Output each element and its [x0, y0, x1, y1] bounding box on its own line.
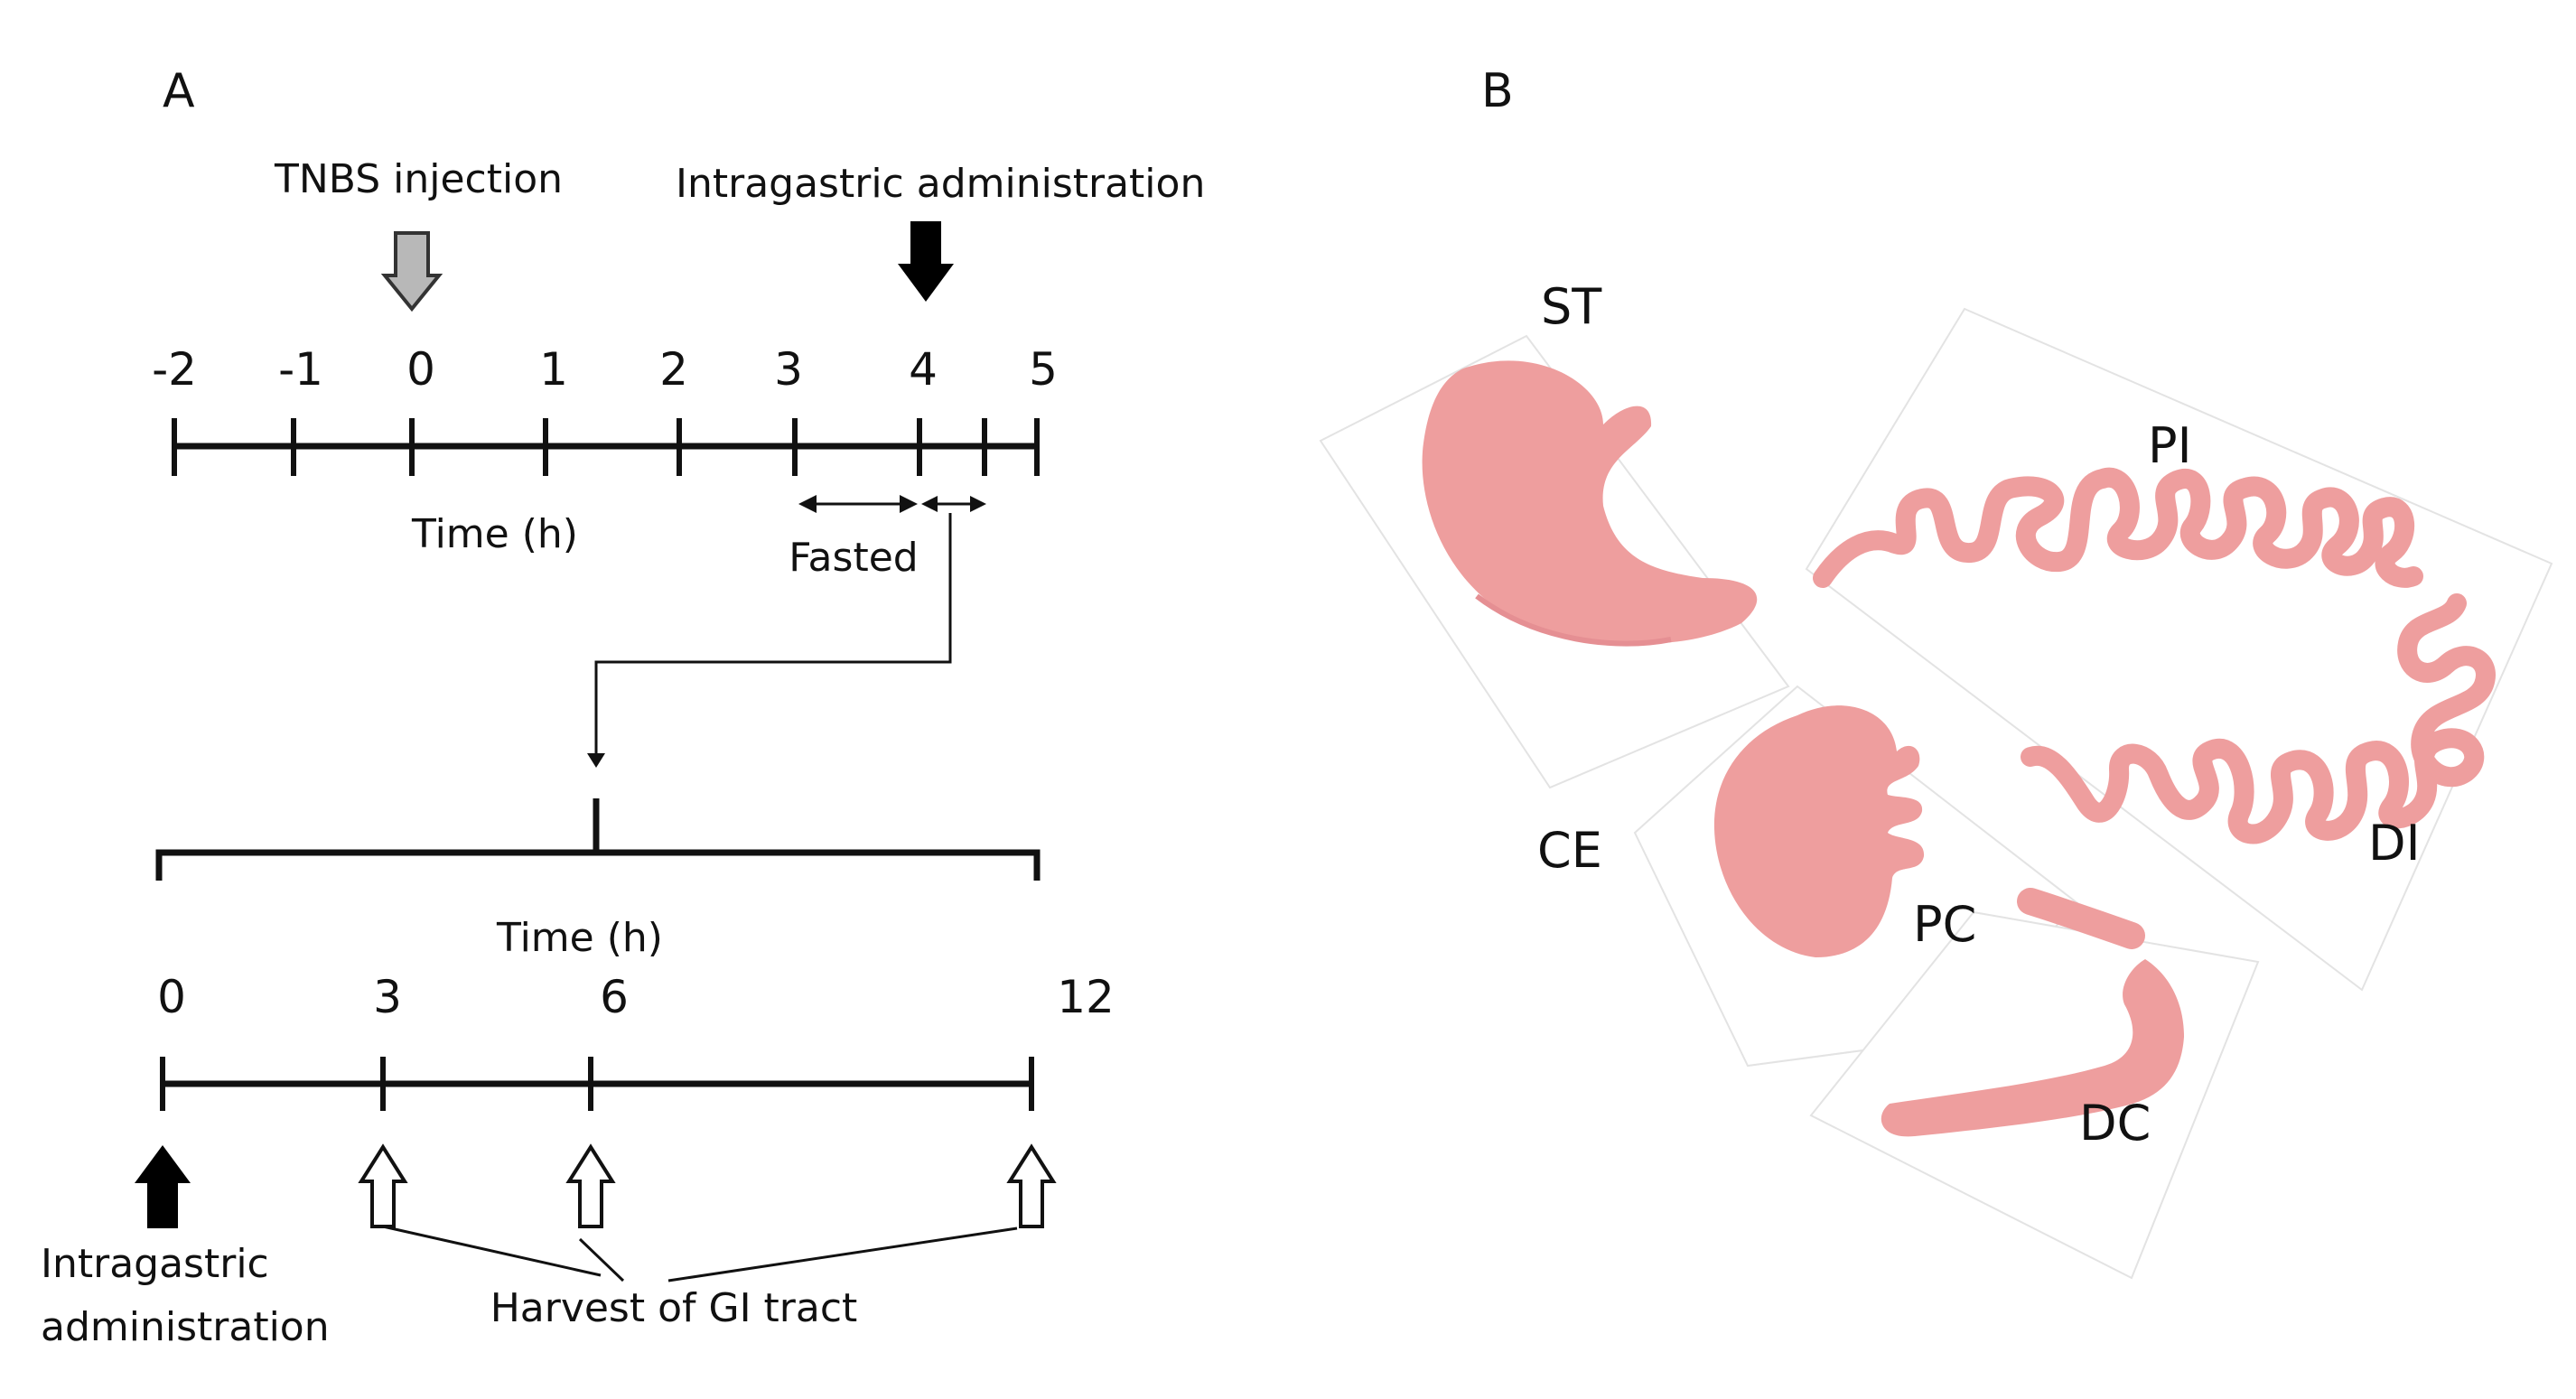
slide-small-intestine: [1805, 307, 2553, 992]
bottom-timeline-axis-label: Time (h): [496, 915, 663, 961]
top-tick-label: 3: [774, 343, 803, 396]
fasted-double-arrow-icon: [798, 495, 986, 513]
region-label-pc: PC: [1913, 896, 1976, 953]
panel-a: A TNBS injection Intragastric administra…: [41, 64, 1205, 1350]
proximal-colon-tissue: [2017, 888, 2145, 949]
top-tick-label: 5: [1029, 343, 1058, 396]
top-tick-label: 2: [659, 343, 688, 396]
stomach-tissue: [1422, 360, 1758, 647]
bottom-tick-label: 0: [157, 971, 186, 1023]
fasted-label: Fasted: [789, 535, 918, 581]
intragastric-administration-up-arrow-icon: [135, 1145, 191, 1228]
proximal-intestine-tissue: [1813, 467, 2423, 588]
bottom-tick-label: 6: [600, 971, 629, 1023]
timeline-connector: [587, 513, 952, 768]
connector-arrowhead-icon: [587, 753, 605, 768]
cecum-tissue: [1713, 705, 1925, 957]
top-timeline: -2 -1 0 1 2 3 4 5 Time (h) Fasted: [152, 343, 1058, 581]
top-tick-label: 1: [539, 343, 568, 396]
region-label-di: DI: [2368, 815, 2421, 872]
distal-colon-tissue: [1881, 959, 2184, 1137]
top-tick-label: 4: [909, 343, 938, 396]
harvest-of-gi-tract-label: Harvest of GI tract: [490, 1285, 858, 1331]
top-timeline-axis-label: Time (h): [411, 511, 578, 557]
intragastric-administration-bottom-label-line2: administration: [41, 1304, 330, 1350]
region-label-st: ST: [1541, 278, 1602, 335]
top-tick-label: -2: [152, 343, 197, 396]
panel-b: B ST PI CE DI PC DC: [1319, 64, 2553, 1280]
top-tick-label: -1: [278, 343, 323, 396]
bottom-tick-label: 3: [373, 971, 402, 1023]
tnbs-injection-arrow-icon: [380, 231, 443, 312]
harvest-up-arrow-icon: [565, 1143, 616, 1228]
intragastric-administration-bottom-label-line1: Intragastric: [41, 1241, 269, 1287]
region-label-pi: PI: [2148, 417, 2192, 474]
top-tick-label: 0: [406, 343, 435, 396]
bottom-timeline: 0 3 6 12 Intragastric administration Har…: [41, 971, 1115, 1350]
tnbs-injection-label: TNBS injection: [274, 156, 563, 202]
panel-b-label: B: [1481, 64, 1514, 118]
distal-intestine-tissue: [2021, 593, 2496, 844]
harvest-callout-lines: [382, 1225, 1018, 1282]
harvest-up-arrow-icon: [1006, 1143, 1057, 1228]
intragastric-administration-top-label: Intragastric administration: [676, 161, 1205, 207]
panel-a-label: A: [163, 64, 195, 118]
expanded-window-bracket: [155, 798, 1041, 881]
region-label-dc: DC: [2079, 1095, 2151, 1152]
harvest-up-arrow-icon: [358, 1143, 408, 1228]
intragastric-administration-arrow-icon: [898, 221, 954, 302]
region-label-ce: CE: [1537, 822, 1602, 879]
bottom-tick-label: 12: [1057, 971, 1115, 1023]
